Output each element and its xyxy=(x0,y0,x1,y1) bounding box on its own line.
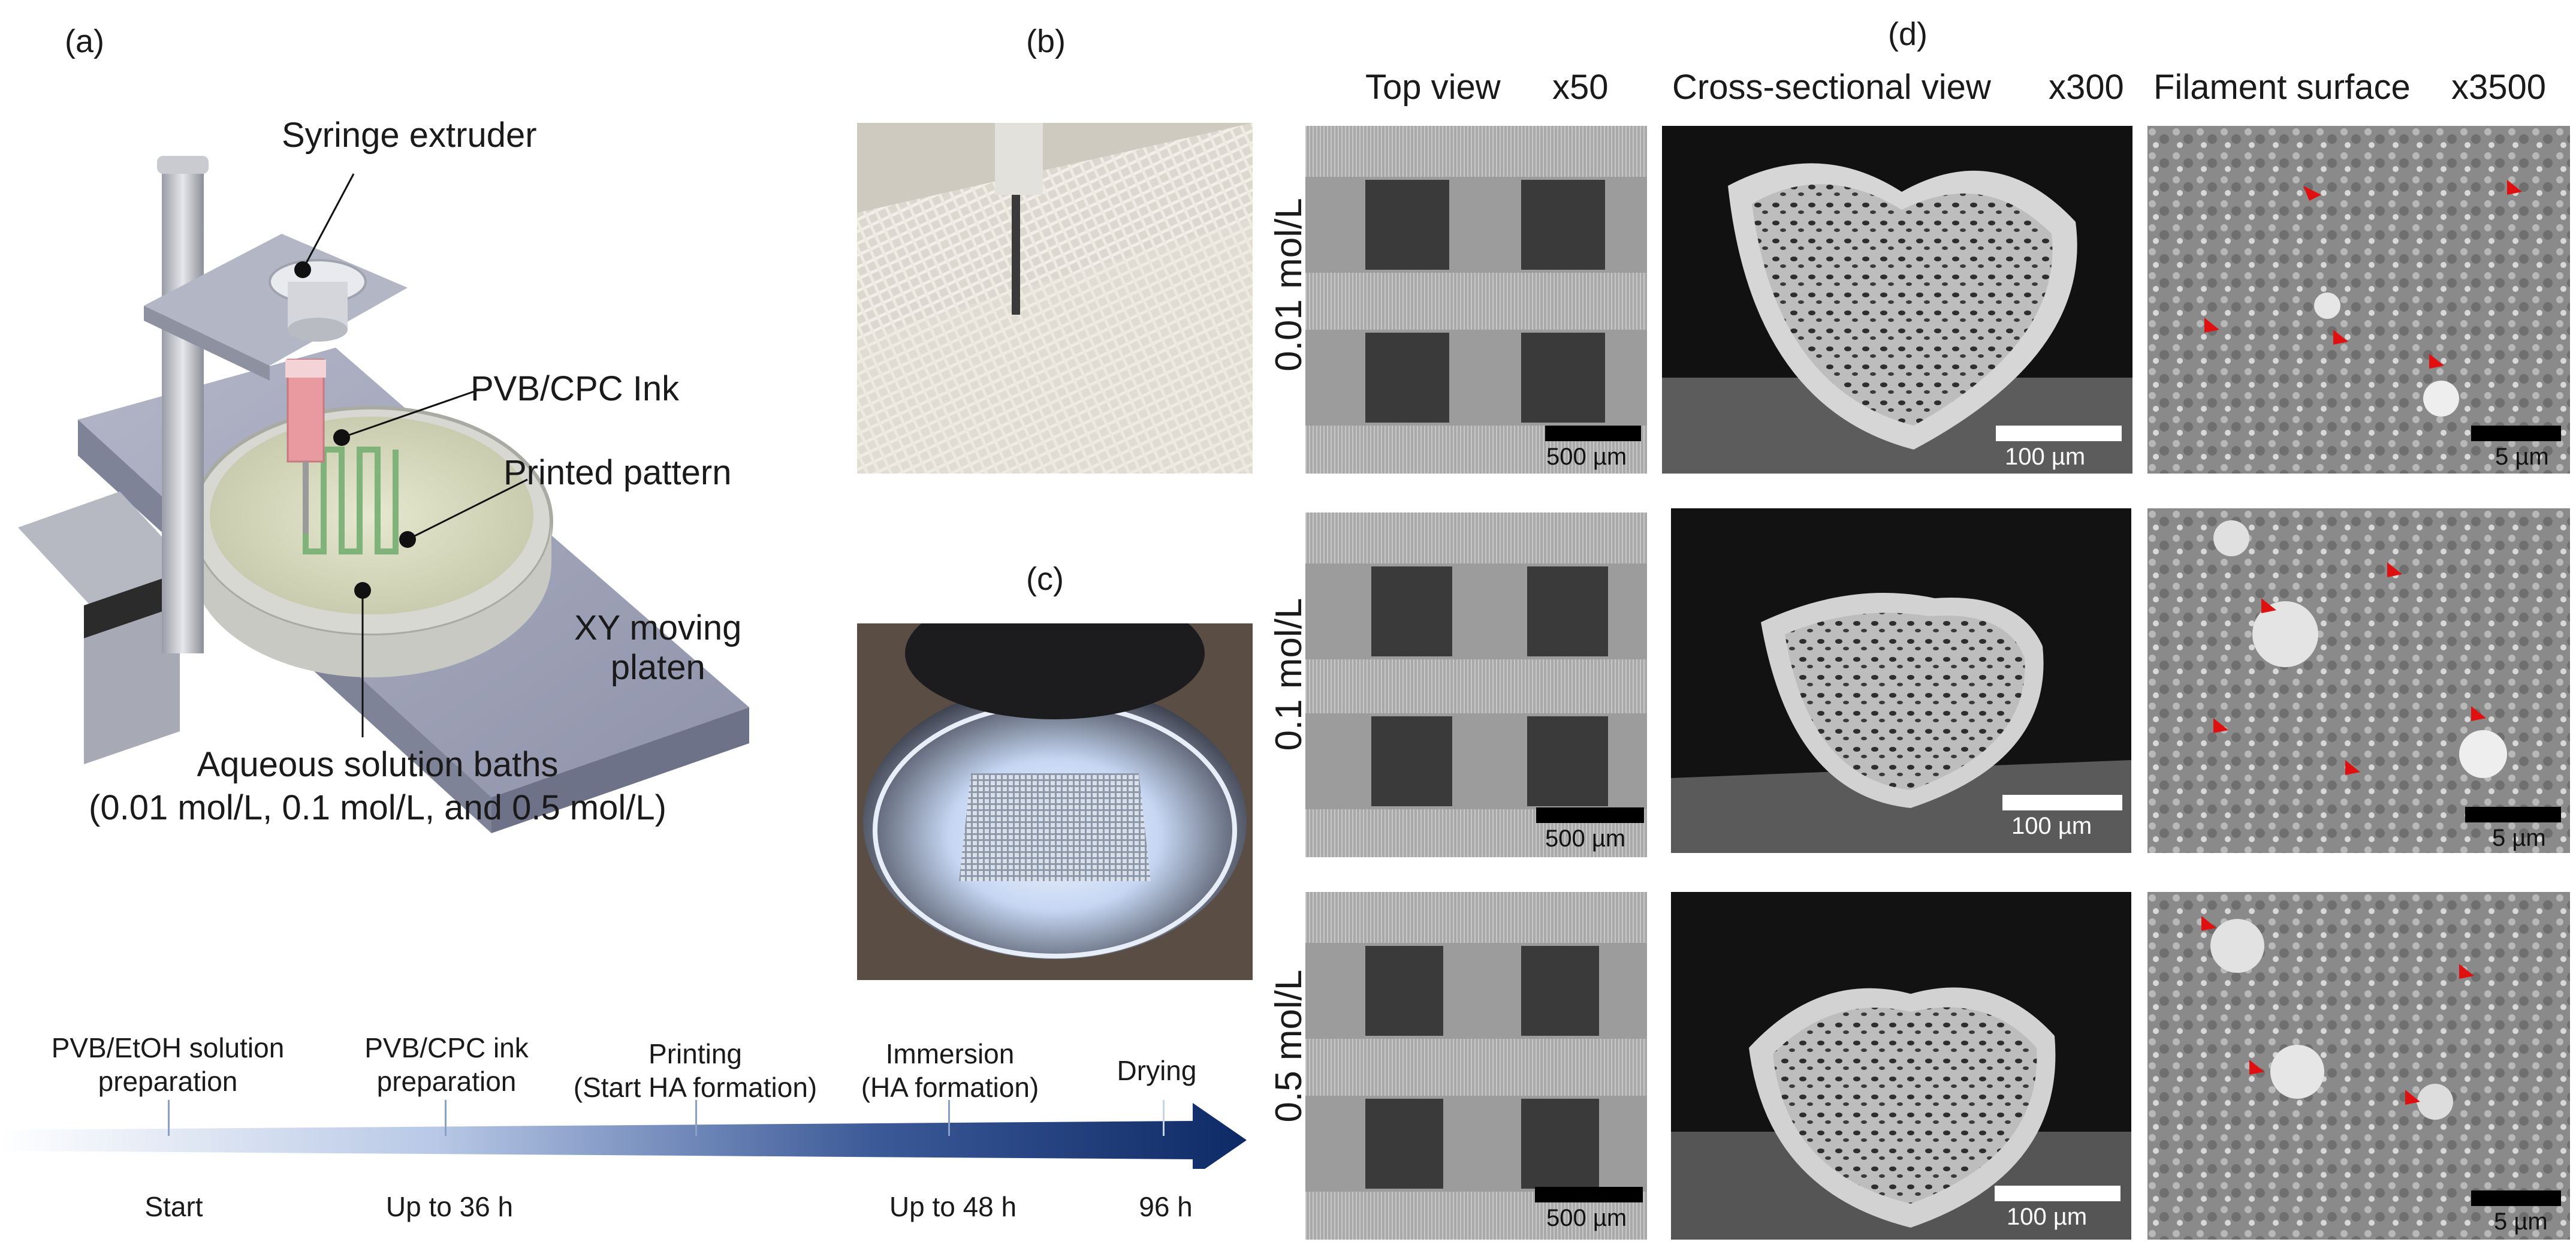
panel-label-b: (b) xyxy=(1026,23,1066,59)
sem-top-view-05: 500 µm xyxy=(1305,892,1647,1240)
label-baths: Aqueous solution baths (0.01 mol/L, 0.1 … xyxy=(42,743,713,830)
sem-top-view-001: 500 µm xyxy=(1305,126,1647,474)
timeline-tick-start xyxy=(168,1100,170,1136)
row-label-05: 0.5 mol/L xyxy=(1268,969,1310,1123)
scale-label: 100 µm xyxy=(2011,813,2092,839)
photo-b-printing xyxy=(857,123,1253,474)
printer-schematic xyxy=(18,156,749,833)
scale-label: 500 µm xyxy=(1545,825,1626,852)
scale-label: 5 µm xyxy=(2495,444,2549,470)
scale-label: 5 µm xyxy=(2492,825,2546,851)
timeline-step-ink: PVB/CPC ink preparation xyxy=(327,1031,566,1098)
scale-label: 500 µm xyxy=(1546,1205,1627,1231)
step-line1: Printing xyxy=(648,1038,742,1069)
sem-cross-section-001: 100 µm xyxy=(1662,126,2132,474)
scale-bar xyxy=(1535,1187,1643,1202)
panel-label-c: (c) xyxy=(1026,561,1064,597)
sem-cross-section-05: 100 µm xyxy=(1671,892,2131,1240)
timeline-tick-printing xyxy=(695,1100,697,1136)
sem-top-view-01: 500 µm xyxy=(1305,513,1647,857)
row-label-001: 0.01 mol/L xyxy=(1268,198,1310,372)
scale-bar xyxy=(1995,1186,2120,1201)
timeline-step-immersion: Immersion (HA formation) xyxy=(839,1037,1061,1104)
label-printed-pattern: Printed pattern xyxy=(503,453,732,492)
col-mag-filament-surface: x3500 xyxy=(2451,68,2547,107)
scale-bar xyxy=(2471,426,2561,441)
timeline-step-solution: PVB/EtOH solution preparation xyxy=(36,1031,300,1098)
col-header-top-view: Top view xyxy=(1365,68,1501,107)
panel-label-d: (d) xyxy=(1888,16,1928,52)
sem-cross-section-01: 100 µm xyxy=(1671,508,2131,853)
step-line2: (HA formation) xyxy=(861,1072,1039,1103)
step-line1: Immersion xyxy=(885,1038,1015,1069)
step-line2: preparation xyxy=(98,1066,238,1097)
label-syringe-extruder: Syringe extruder xyxy=(282,116,537,155)
step-line1: PVB/EtOH solution xyxy=(51,1032,285,1063)
timeline-step-drying: Drying xyxy=(1117,1055,1197,1086)
timeline-tick-96h xyxy=(1163,1100,1165,1136)
label-baths-line2: (0.01 mol/L, 0.1 mol/L, and 0.5 mol/L) xyxy=(89,788,666,827)
timeline-tick-36h xyxy=(445,1100,447,1136)
label-baths-line1: Aqueous solution baths xyxy=(197,745,559,784)
sem-filament-surface-05: 5 µm xyxy=(2147,892,2570,1240)
col-mag-cross-section: x300 xyxy=(2049,68,2124,107)
col-header-cross-section: Cross-sectional view xyxy=(1672,68,1991,107)
timeline-time-96h: 96 h xyxy=(1139,1191,1193,1222)
scale-bar xyxy=(2465,807,2561,822)
col-header-filament-surface: Filament surface xyxy=(2153,68,2411,107)
timeline-time-48h: Up to 48 h xyxy=(889,1191,1017,1222)
label-xy-line1: XY moving xyxy=(574,608,742,647)
scale-label: 5 µm xyxy=(2494,1208,2548,1235)
label-xy-line2: platen xyxy=(610,648,705,687)
scale-bar xyxy=(2002,795,2122,810)
timeline-time-36h: Up to 36 h xyxy=(385,1191,514,1222)
timeline-arrow xyxy=(0,1103,1247,1169)
scale-bar xyxy=(1996,426,2122,441)
step-line1: PVB/CPC ink xyxy=(364,1032,529,1063)
scale-bar xyxy=(1536,807,1644,823)
scale-bar xyxy=(2471,1190,2561,1206)
sem-filament-surface-001: 5 µm xyxy=(2147,126,2570,474)
label-pvb-cpc-ink: PVB/CPC Ink xyxy=(470,369,680,408)
scale-bar xyxy=(1545,426,1641,441)
panel-label-a: (a) xyxy=(65,23,104,59)
step-line2: preparation xyxy=(376,1066,517,1097)
timeline-time-start: Start xyxy=(144,1191,203,1222)
scale-label: 100 µm xyxy=(2007,1204,2088,1230)
timeline-step-printing: Printing (Start HA formation) xyxy=(569,1037,821,1104)
col-mag-top-view: x50 xyxy=(1552,68,1609,107)
step-line2: (Start HA formation) xyxy=(573,1072,818,1103)
scale-label: 500 µm xyxy=(1546,444,1627,470)
scale-label: 100 µm xyxy=(2005,444,2086,470)
row-label-01: 0.1 mol/L xyxy=(1268,598,1310,751)
timeline-tick-48h xyxy=(948,1100,950,1136)
sem-filament-surface-01: 5 µm xyxy=(2147,508,2570,853)
label-xy-platen: XY moving platen xyxy=(574,608,741,688)
photo-c-immersion xyxy=(857,623,1253,980)
